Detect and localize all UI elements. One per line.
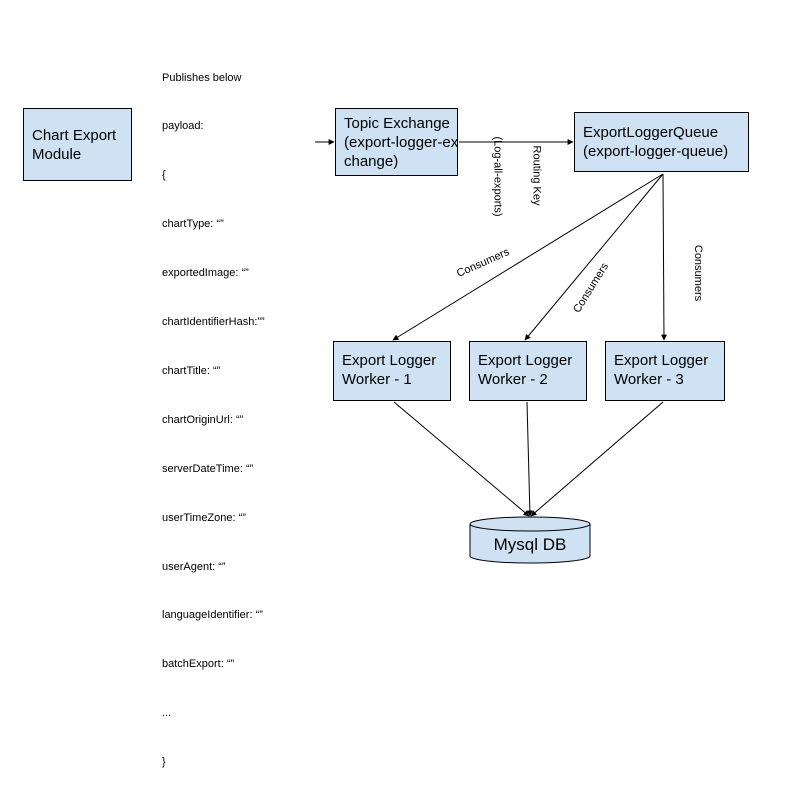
- topic-exchange-label-line-1: Topic Exchange: [344, 114, 450, 132]
- payload-line: serverDateTime: “”: [162, 462, 254, 475]
- arrow-queue-to-worker-3: [660, 173, 667, 341]
- chart-export-module-label-line-1: Chart Export: [32, 126, 117, 144]
- payload-line: Publishes below: [162, 71, 242, 84]
- topic-exchange-label-line-3: change): [344, 152, 399, 170]
- export-logger-worker-1-box: Export Logger Worker - 1: [333, 341, 451, 401]
- arrow-worker-1-to-db: [393, 401, 530, 517]
- payload-line: chartTitle: “”: [162, 364, 221, 377]
- payload-note: Publishes below payload: { chartType: “”…: [162, 37, 265, 787]
- chart-export-module-label-line-2: Module: [32, 145, 82, 163]
- export-logger-worker-3-box: Export Logger Worker - 3: [605, 341, 725, 401]
- topic-exchange-label-line-2: (export-logger-ex: [344, 133, 459, 151]
- payload-line: batchExport: “”: [162, 658, 235, 671]
- payload-line: chartOriginUrl: “”: [162, 413, 244, 426]
- payload-line: userTimeZone: “”: [162, 511, 246, 524]
- export-logger-queue-label-line-2: (export-logger-queue): [583, 143, 729, 160]
- arrow-worker-3-to-db: [530, 401, 664, 517]
- arrow-queue-to-worker-1: [392, 173, 664, 341]
- mysql-db-label: Mysql DB: [493, 535, 567, 554]
- worker-3-label-line-2: Worker - 3: [614, 371, 684, 388]
- payload-line: languageIdentifier: “”: [162, 609, 263, 622]
- database-cylinder: [469, 516, 591, 564]
- consumers-label-3: Consumers: [692, 244, 705, 302]
- payload-line: payload:: [162, 120, 204, 133]
- payload-line: }: [162, 756, 166, 769]
- worker-3-label-line-1: Export Logger: [614, 352, 709, 369]
- topic-exchange-box: Topic Exchange (export-logger-ex change): [335, 108, 458, 176]
- routing-key-label-line-1: Routing Key: [530, 145, 543, 206]
- payload-line: exportedImage: “”: [162, 267, 249, 280]
- export-logger-worker-2-box: Export Logger Worker - 2: [469, 341, 587, 401]
- payload-line: userAgent: “”: [162, 560, 226, 573]
- routing-key-label-line-2: (Log-all-exports): [491, 136, 504, 217]
- connector-layer: [315, 139, 667, 564]
- payload-line: chartIdentifierHash:””: [162, 316, 265, 329]
- worker-2-label-line-2: Worker - 2: [478, 371, 548, 388]
- chart-export-module-box: Chart Export Module: [23, 108, 132, 181]
- worker-1-label-line-1: Export Logger: [342, 352, 437, 369]
- payload-line: {: [162, 169, 166, 182]
- arrow-queue-to-worker-2: [524, 173, 664, 341]
- export-logger-queue-label-line-1: ExportLoggerQueue: [583, 124, 719, 141]
- worker-1-label-line-2: Worker - 1: [342, 371, 412, 388]
- routing-key-label: Routing Key (Log-all-exports): [478, 136, 569, 217]
- payload-line: ...: [162, 707, 172, 720]
- export-logger-queue-box: ExportLoggerQueue (export-logger-queue): [574, 112, 749, 172]
- worker-2-label-line-1: Export Logger: [478, 352, 573, 369]
- arrow-worker-2-to-db: [526, 401, 533, 517]
- payload-line: chartType: “”: [162, 218, 224, 231]
